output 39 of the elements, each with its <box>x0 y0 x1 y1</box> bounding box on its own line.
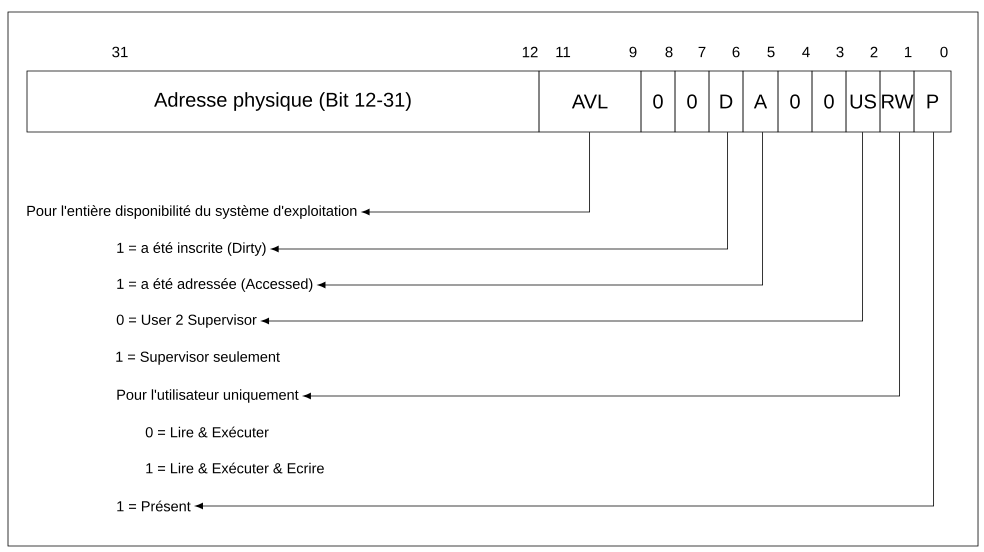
bit-number: 4 <box>802 46 810 58</box>
description-text: 1 = Lire & Exécuter & Ecrire <box>146 462 324 474</box>
bit-number: 3 <box>836 46 844 58</box>
bit-field: 0 <box>812 70 846 132</box>
bit-number: 7 <box>698 46 706 58</box>
address-field: Adresse physique (Bit 12-31) <box>26 70 540 132</box>
bit-number: 8 <box>666 46 673 58</box>
arrow <box>270 132 728 252</box>
bit-number: 2 <box>870 46 878 58</box>
bit-number: 1 <box>904 46 912 58</box>
bit-number: 31 <box>112 46 128 58</box>
arrow <box>303 132 900 400</box>
arrow <box>261 132 863 324</box>
bit-field: US <box>846 70 880 132</box>
description-text: Pour l'entière disponibilité du système d'exploitation <box>27 205 356 219</box>
arrow <box>195 132 934 510</box>
description-text: 1 = Présent <box>117 500 191 512</box>
bit-field: 0 <box>640 70 676 132</box>
bit-field: AVL <box>538 70 642 132</box>
description-text: Pour l'utilisateur uniquement <box>117 389 299 403</box>
bit-field: 0 <box>674 70 710 132</box>
bit-field: RW <box>880 70 914 132</box>
bit-field: A <box>742 70 778 132</box>
bit-field: 0 <box>778 70 812 132</box>
bit-number: 0 <box>940 46 948 58</box>
arrow <box>362 132 590 216</box>
bit-number: 5 <box>767 46 775 58</box>
description-text: 0 = User 2 Supervisor <box>116 314 257 328</box>
description-text: 1 = Supervisor seulement <box>116 351 280 365</box>
description-text: 1 = a été adressée (Accessed) <box>117 278 312 292</box>
bit-field: D <box>708 70 744 132</box>
arrow <box>318 132 763 288</box>
bit-number: 6 <box>732 46 740 58</box>
bit-number: 12 <box>522 46 538 58</box>
bit-field: P <box>914 70 952 132</box>
bit-number: 9 <box>630 46 636 58</box>
description-text: 1 = a été inscrite (Dirty) <box>117 242 266 256</box>
bit-number: 11 <box>556 46 570 58</box>
description-text: 0 = Lire & Exécuter <box>146 426 269 438</box>
